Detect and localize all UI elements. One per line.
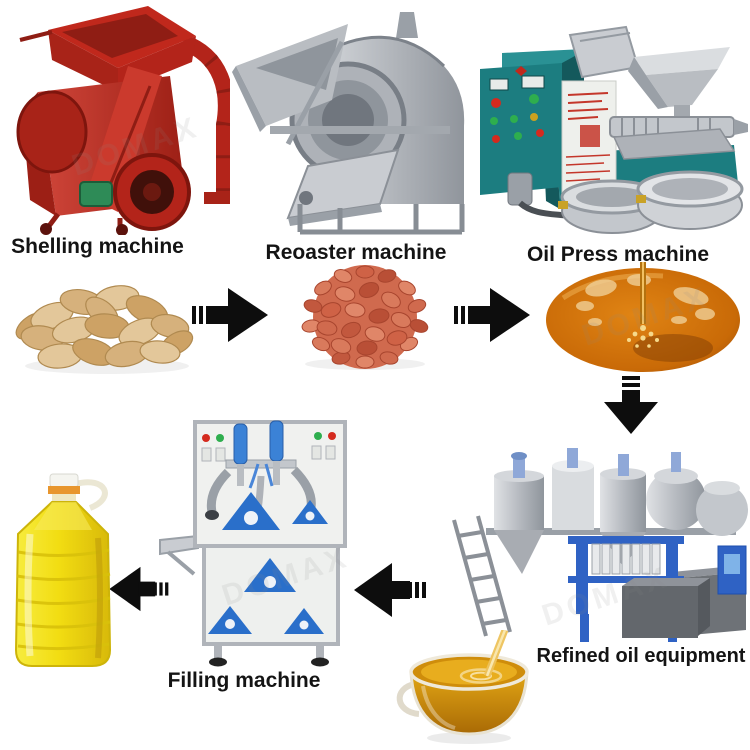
flow-arrow-right-icon xyxy=(452,282,534,348)
roaster-machine-label: Reoaster machine xyxy=(265,241,447,264)
flow-arrow-down-icon xyxy=(598,374,664,438)
refined-oil-equipment-photo xyxy=(428,428,750,646)
peanuts-roasted-photo xyxy=(283,260,448,374)
filling-machine-photo xyxy=(158,416,364,668)
oil-cup-photo xyxy=(393,630,545,750)
peanuts-raw-photo xyxy=(12,268,202,376)
shelling-machine-label: Shelling machine xyxy=(11,235,184,258)
shelling-machine-photo xyxy=(0,0,230,235)
flow-arrow-left-icon xyxy=(106,560,170,618)
crude-oil-photo xyxy=(543,262,748,374)
oil-press-machine-photo xyxy=(462,25,750,237)
oil-bottle-photo xyxy=(4,468,122,672)
roaster-machine-photo xyxy=(230,8,470,236)
flow-arrow-right-icon xyxy=(190,282,272,348)
oil-press-machine-label: Oil Press machine xyxy=(526,243,710,266)
flow-arrow-left-icon xyxy=(350,556,428,624)
refined-oil-equipment-label: Refined oil equipment xyxy=(536,645,746,667)
filling-machine-label: Filling machine xyxy=(167,669,321,692)
